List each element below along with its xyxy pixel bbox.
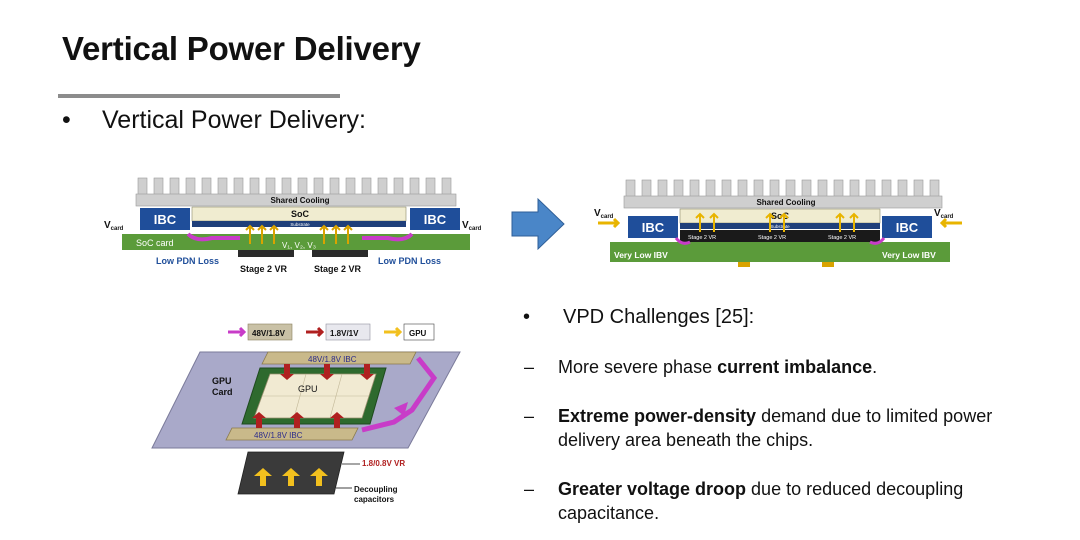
challenge-1-pre: More severe phase (558, 357, 718, 377)
ibv-right-label: Very Low IBV (882, 250, 936, 260)
gpu-card-line1: GPU (212, 376, 232, 386)
caps-line2: capacitors (354, 495, 395, 504)
legend-18v-label: 1.8V/1V (330, 329, 359, 338)
vertical-current-arrows (695, 212, 859, 232)
pdn-path-right (362, 232, 414, 242)
shared-cooling-label-right: Shared Cooling (756, 198, 815, 207)
page-title: Vertical Power Delivery (62, 30, 421, 67)
substrate-right (680, 223, 880, 229)
svg-text:Vcard: Vcard (104, 220, 124, 232)
soc-label: SoC (291, 209, 310, 219)
gpu-die-grid (262, 373, 369, 419)
pdn-path-left (186, 232, 240, 242)
vcard-left-arrow-icon (598, 217, 621, 229)
vcard-left-right: V (594, 208, 601, 219)
dash-glyph: – (524, 357, 535, 377)
gpu-48v-arrowhead-icon (394, 402, 408, 416)
ibc-bottom-bar (225, 427, 359, 441)
lateral-pdn-diagram: Shared Cooling SoC Substrate IBC IBC Vca… (104, 177, 482, 274)
ibc-right-right-diagram (882, 216, 932, 238)
vr-label-1: Stage 2 VR (688, 235, 716, 241)
vcard-right-right: V (934, 208, 941, 219)
shared-cooling-label: Shared Cooling (270, 196, 329, 205)
vertical-pdn-diagram: Shared Cooling SoC Substrate IBC IBC Vca… (594, 179, 962, 267)
gpu-48v-flow-arrow (361, 356, 438, 433)
soc-label-right: SoC (771, 211, 790, 221)
ibc-left-label-right: IBC (642, 220, 665, 235)
substrate-label: Substrate (290, 222, 310, 227)
ibc-left (140, 208, 190, 230)
legend-gpu-arrow-icon (384, 326, 403, 338)
ibv-left-label: Very Low IBV (614, 250, 668, 260)
vcard-right-sub-right: card (941, 214, 954, 220)
gpu-vr-arrows (254, 468, 328, 486)
legend-gpu-label: GPU (409, 329, 427, 338)
svg-text:Vcard: Vcard (594, 208, 614, 220)
gpu-red-arrows (252, 364, 374, 428)
vr-current-arrows (245, 224, 353, 244)
ibc-top-label: 48V/1.8V IBC (308, 355, 357, 364)
vcard-right-sub: card (469, 226, 482, 232)
bullet-dot: • (62, 106, 71, 134)
challenge-1-post: . (872, 357, 878, 377)
stage2-vr-left-label: Stage 2 VR (240, 264, 288, 274)
vcard-left: V (104, 220, 111, 231)
dash-glyph: – (524, 406, 535, 426)
heatsink-fins (135, 177, 457, 207)
vr-label-3: Stage 2 VR (828, 235, 856, 241)
board-right (610, 242, 950, 262)
legend-18v-arrow-icon (306, 326, 325, 338)
challenge-2-post: demand due to limited power delivery are… (558, 406, 993, 450)
voltage-rails-label: V₁, V₂, V₃ (282, 241, 316, 250)
vr-label-2: Stage 2 VR (758, 235, 786, 241)
substrate (192, 221, 406, 227)
ibc-top-bar (261, 351, 417, 365)
pdn-short-left (674, 237, 691, 245)
substrate-label-right: Substrate (770, 224, 790, 229)
svg-text:Vcard: Vcard (934, 208, 954, 220)
caps-line1: Decoupling (354, 485, 398, 494)
challenge-2-bold: Extreme power-density (558, 406, 757, 426)
vpd-heading-text: VPD Challenges [25]: (563, 306, 755, 328)
pdn-loss-left: Low PDN Loss (156, 256, 219, 266)
pdn-loss-right: Low PDN Loss (378, 256, 441, 266)
main-bullet-text: Vertical Power Delivery: (102, 106, 366, 134)
gpu-legend: 48V/1.8V 1.8V/1V GPU (228, 323, 435, 341)
stage2-vr-right-label: Stage 2 VR (314, 264, 362, 274)
ibc-right-label-right: IBC (896, 220, 919, 235)
vr-layer (680, 230, 880, 242)
ibc-left-label: IBC (154, 212, 177, 227)
svg-text:Vcard: Vcard (462, 220, 482, 232)
ibc-bottom-label: 48V/1.8V IBC (254, 431, 303, 440)
ibc-right-label: IBC (424, 212, 447, 227)
ibc-left-right-diagram (628, 216, 678, 238)
stage2-vr-left (238, 250, 294, 257)
gpu-card-line2: Card (212, 387, 233, 397)
bullet-dot: • (523, 306, 531, 328)
vcard-right: V (462, 220, 469, 231)
legend-48v-label: 48V/1.8V (252, 329, 286, 338)
challenge-3-bold: Greater voltage droop (558, 479, 747, 499)
challenge-1-bold: current imbalance (717, 357, 873, 377)
soc-card-label: SoC card (136, 238, 174, 248)
transition-arrow-icon (511, 197, 565, 251)
gpu-die-label: GPU (298, 384, 318, 394)
challenge-3-post: due to reduced decoupling capacitance. (558, 479, 964, 523)
board-pads (738, 262, 834, 267)
vr-label: 1.8/0.8V VR (362, 459, 405, 468)
legend-48v-arrow-icon (228, 326, 247, 338)
stage2-vr-right (312, 250, 368, 257)
heatsink-fins-right (623, 179, 943, 209)
vcard-left-sub-right: card (601, 214, 614, 220)
dash-glyph: – (524, 479, 535, 499)
pdn-short-right (869, 237, 886, 245)
vcard-right-arrow-icon (939, 217, 962, 229)
vcard-left-sub: card (111, 226, 124, 232)
title-underline (58, 94, 340, 98)
ibc-right (410, 208, 460, 230)
